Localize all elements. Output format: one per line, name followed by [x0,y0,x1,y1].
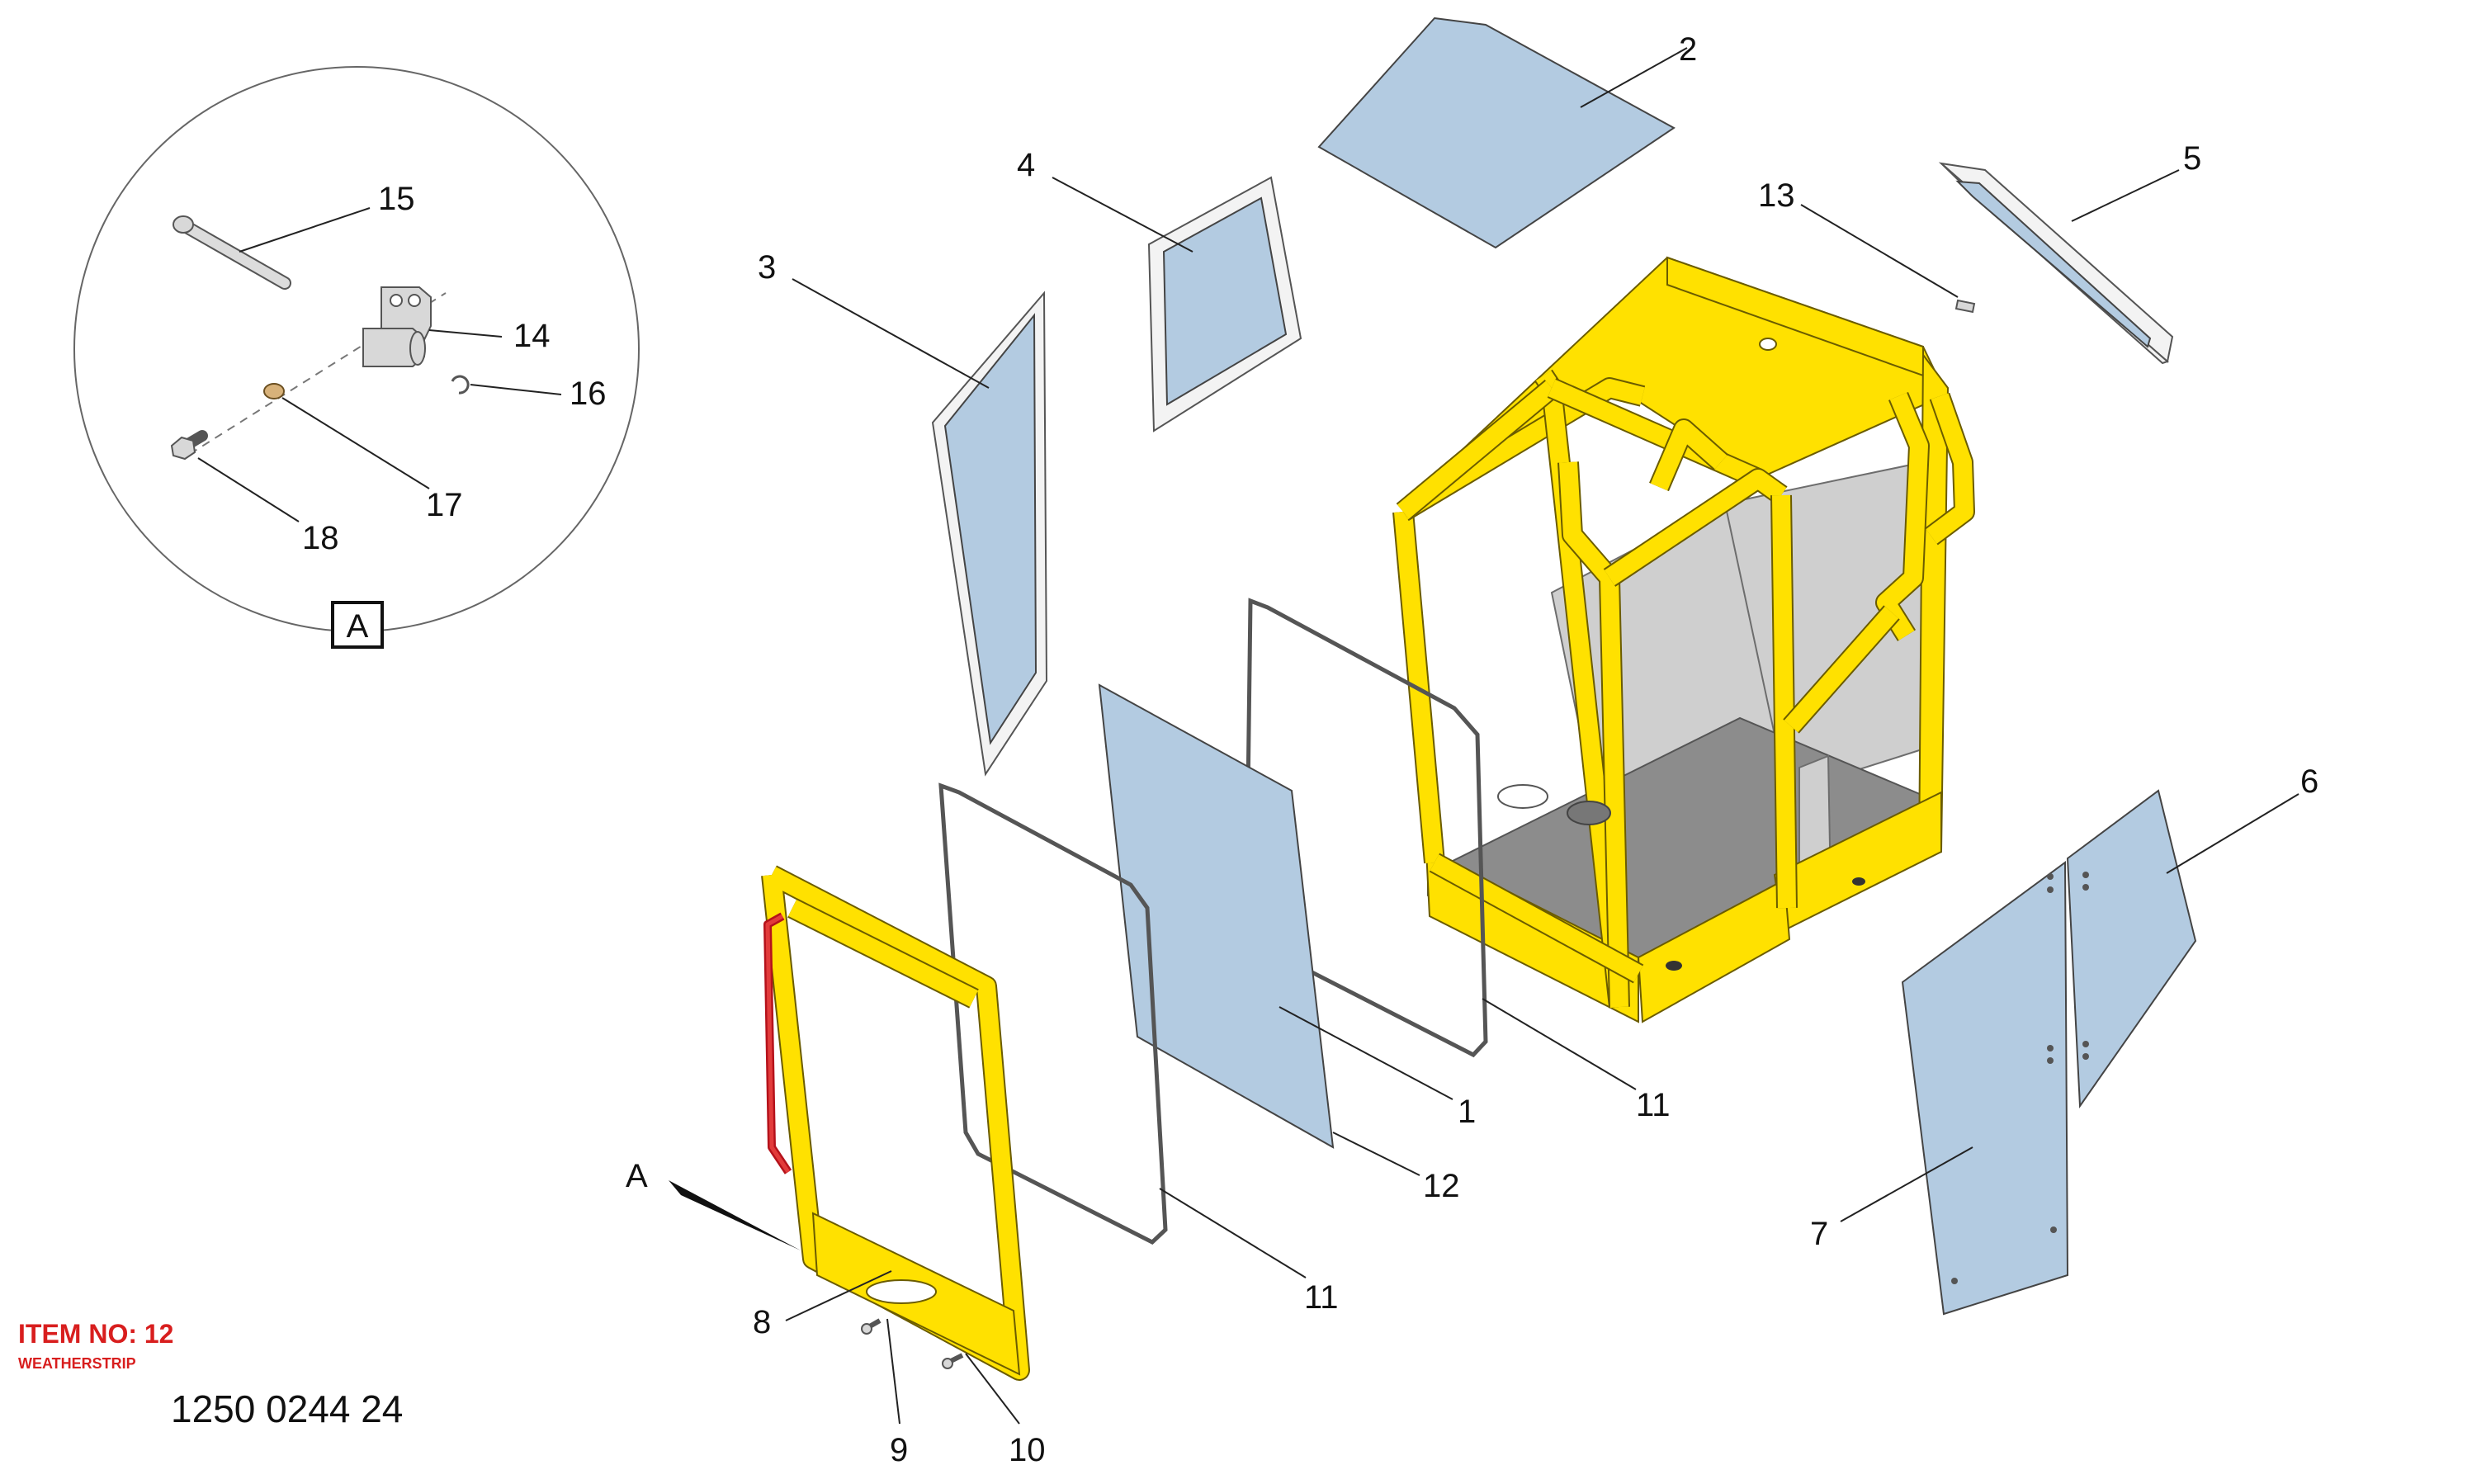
washer-icon [263,383,285,399]
callout-10: 10 [1009,1432,1046,1468]
detail-a-label-box [331,601,384,649]
callout-4: 4 [1017,147,1035,183]
callout-11-lower: 11 [1304,1279,1339,1316]
callout-12: 12 [1423,1168,1460,1204]
roof-glass-2: 2 [1317,17,1697,249]
callout-15: 15 [378,181,415,217]
callout-18: 18 [302,520,339,556]
screw-9-icon [861,1318,882,1335]
detail-a-label: A [347,608,369,645]
weatherstrip-11-lower: 11 [938,782,1339,1316]
screw-10-icon [942,1353,964,1369]
callout-6: 6 [2300,763,2318,800]
door-glass-1: 1 12 [1098,683,1476,1204]
detail-axis [189,292,447,455]
callout-5: 5 [2183,140,2201,177]
callout-1: 1 [1458,1094,1476,1130]
cab-frame [1392,256,1975,1023]
callout-11-upper: 11 [1636,1087,1671,1123]
hinge-pin-icon [173,215,291,290]
callout-8: 8 [753,1304,771,1340]
item-description: WEATHERSTRIP [18,1355,136,1372]
callout-3: 3 [758,249,776,286]
side-glass-7: 7 [1810,861,2069,1316]
callout-2: 2 [1679,31,1697,68]
callout-14: 14 [513,318,551,354]
rear-window-5: 5 [1938,140,2201,365]
callout-17: 17 [426,487,463,523]
side-window-4: 4 [1017,147,1302,432]
bolt-icon [170,430,208,461]
item-number-heading: ITEM NO: 12 [18,1319,174,1349]
door-glass-3: 3 [758,249,1048,777]
detail-a-view: A 15 14 16 [73,66,640,649]
detail-a-pointer-icon [669,1180,801,1250]
callout-16: 16 [570,376,607,412]
door-frame-8: A 8 9 10 [626,865,1046,1468]
retaining-clip-icon [451,375,470,395]
callout-9: 9 [890,1432,908,1468]
hinge-bracket-icon [362,286,432,367]
callout-7: 7 [1810,1216,1828,1252]
callout-13: 13 [1758,177,1795,214]
detail-a-pointer-label: A [626,1158,648,1194]
part-number: 1250 0244 24 [171,1387,404,1430]
side-glass-6: 6 [2066,763,2318,1108]
small-bracket-13: 13 [1758,177,1976,314]
